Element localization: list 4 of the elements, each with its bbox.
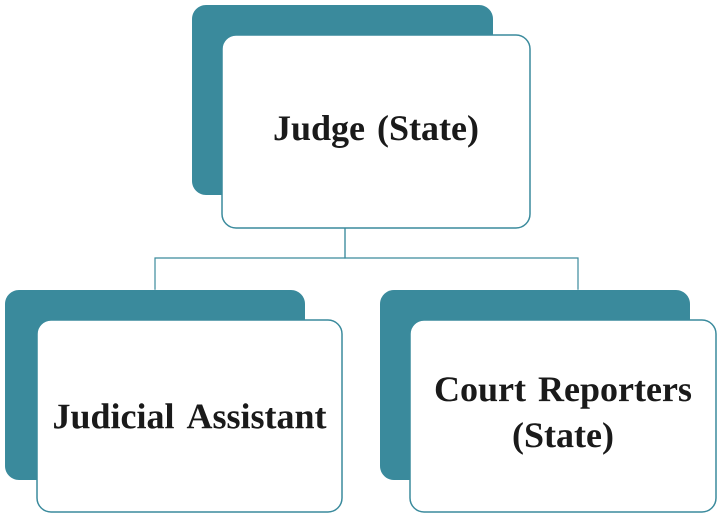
connector-line bbox=[344, 228, 579, 290]
card-box: Judicial Assistant bbox=[5, 290, 343, 513]
card-box: Judge (State) bbox=[192, 5, 531, 229]
card-box: Court Reporters (State) bbox=[380, 290, 717, 513]
